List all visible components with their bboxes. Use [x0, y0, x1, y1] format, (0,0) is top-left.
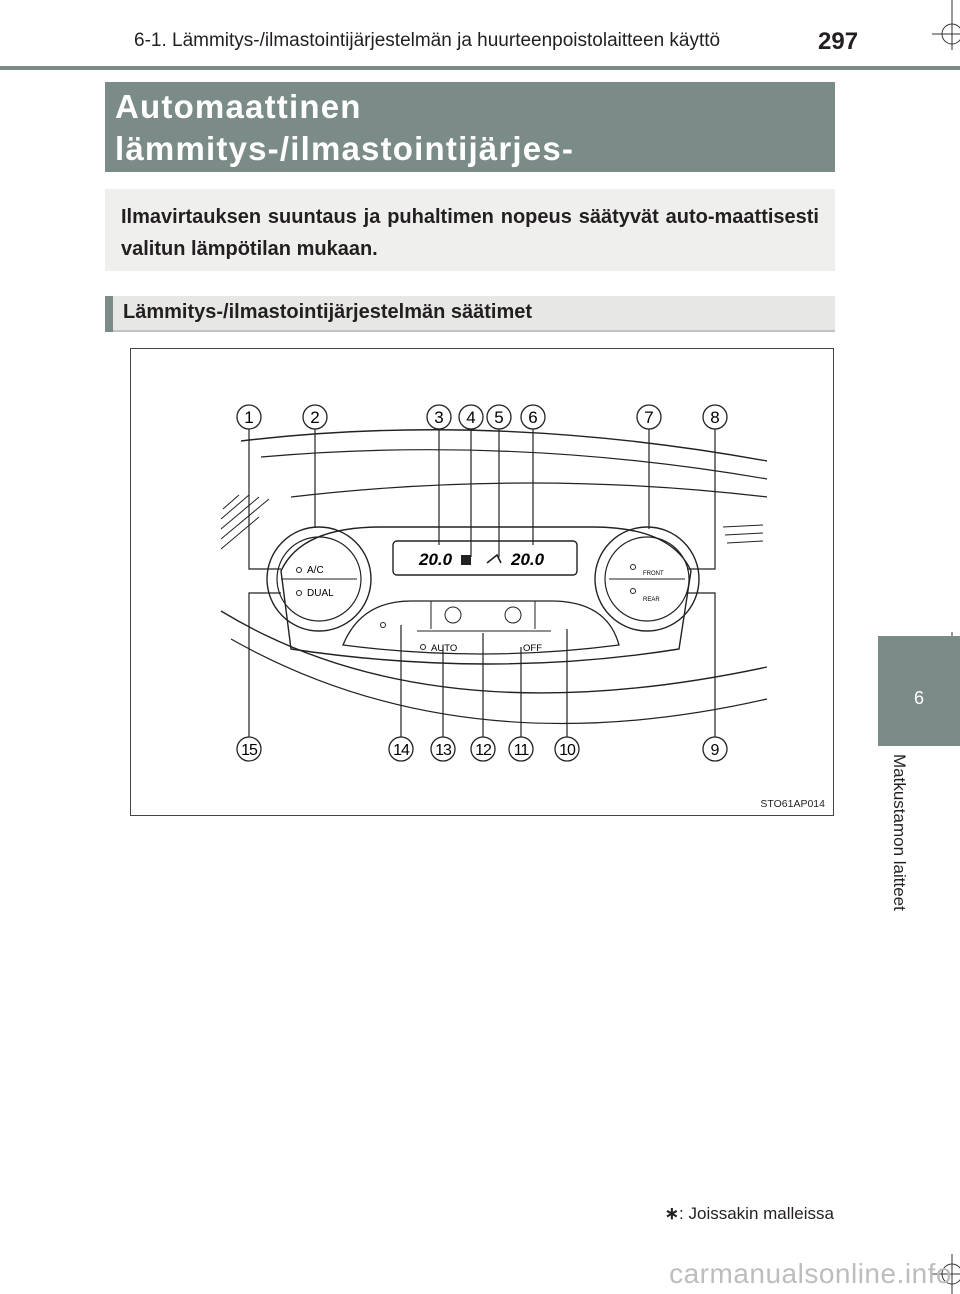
callout-12: 12: [475, 742, 492, 759]
callout-2: 2: [310, 408, 319, 427]
display-temp-right: 20.0: [510, 550, 545, 569]
header-rule: [0, 66, 960, 70]
intro-text: Ilmavirtauksen suuntaus ja puhaltimen no…: [121, 206, 819, 260]
control-panel-figure: 20.0 20.0 A/C DUAL FRONT REAR AUTO OFF: [130, 348, 834, 816]
off-button-label: OFF: [523, 643, 542, 654]
figure-code: STO61AP014: [760, 798, 825, 810]
callouts-top: 1 2 3 4 5 6 7 8: [236, 404, 728, 430]
running-header-title: 6-1. Lämmitys-/ilmastointijärjestelmän j…: [134, 30, 721, 51]
callout-13: 13: [435, 742, 452, 759]
callout-3: 3: [434, 408, 443, 427]
chapter-tab: 6: [878, 636, 960, 746]
callout-9: 9: [711, 742, 720, 759]
callout-6: 6: [528, 408, 537, 427]
section-title-banner: Automaattinen lämmitys-/ilmastointijärje…: [105, 82, 835, 218]
callout-8: 8: [710, 408, 719, 427]
callout-5: 5: [494, 408, 503, 427]
intro-box: Ilmavirtauksen suuntaus ja puhaltimen no…: [105, 189, 835, 271]
rear-defog-label: REAR: [643, 597, 660, 603]
subheading-bar: Lämmitys-/ilmastointijärjestelmän säätim…: [105, 296, 835, 332]
dual-button-label: DUAL: [307, 588, 334, 599]
page-number: 297: [818, 28, 859, 55]
section-title-line-1: Automaattinen lämmitys-/ilmastointijärje…: [115, 88, 575, 167]
callout-11: 11: [514, 742, 530, 759]
subheading-accent: [105, 296, 113, 332]
ac-button-label: A/C: [307, 565, 324, 576]
footnote-star: ∗: [664, 1204, 680, 1223]
footnote-text: : Joissakin malleissa: [679, 1204, 834, 1223]
callout-1: 1: [244, 408, 253, 427]
callout-15: 15: [241, 742, 258, 759]
display-temp-left: 20.0: [418, 550, 453, 569]
control-panel-illustration: 20.0 20.0 A/C DUAL FRONT REAR AUTO OFF: [220, 404, 768, 762]
footnote: ∗: Joissakin malleissa: [665, 1204, 834, 1224]
auto-button-label: AUTO: [431, 643, 457, 654]
crop-mark-top-right: [932, 0, 960, 50]
watermark: carmanualsonline.info: [669, 1258, 952, 1289]
callout-7: 7: [644, 408, 653, 427]
chapter-number: 6: [913, 688, 924, 708]
callout-10: 10: [559, 742, 576, 759]
callout-14: 14: [393, 742, 410, 759]
front-defog-label: FRONT: [643, 571, 664, 577]
crop-mark-bottom-right: [932, 1254, 960, 1294]
chapter-label: Matkustamon laitteet: [890, 754, 909, 911]
subheading-text: Lämmitys-/ilmastointijärjestelmän säätim…: [123, 301, 533, 323]
callouts-bottom: 15 14 13 12 11 10 9: [236, 736, 728, 762]
callout-4: 4: [466, 408, 475, 427]
